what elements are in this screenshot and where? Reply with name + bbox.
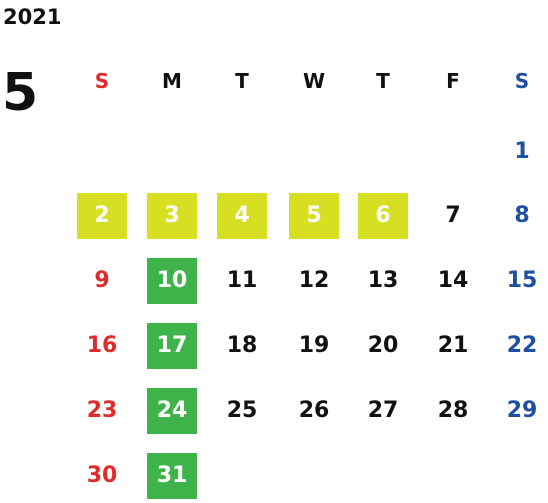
day-cell[interactable]: 24: [147, 388, 197, 434]
day-cell[interactable]: 13: [367, 268, 399, 293]
day-cell[interactable]: 6: [358, 193, 408, 239]
weekday-label: S: [94, 69, 110, 93]
day-cell[interactable]: 18: [226, 333, 258, 358]
day-cell[interactable]: 19: [298, 333, 330, 358]
day-cell[interactable]: 16: [86, 333, 118, 358]
day-cell[interactable]: 29: [506, 398, 538, 423]
day-cell[interactable]: 1: [514, 139, 530, 164]
day-cell[interactable]: 23: [86, 398, 118, 423]
day-cell[interactable]: 12: [298, 268, 330, 293]
day-cell[interactable]: 4: [217, 193, 267, 239]
day-cell[interactable]: 15: [506, 268, 538, 293]
weekday-label: M: [162, 69, 182, 93]
day-cell[interactable]: 9: [94, 268, 110, 293]
month-number: 5: [2, 63, 39, 123]
day-cell[interactable]: 2: [77, 193, 127, 239]
day-cell[interactable]: 28: [437, 398, 469, 423]
weekday-label: W: [302, 69, 326, 93]
day-cell[interactable]: 20: [367, 333, 399, 358]
weekday-label: T: [376, 69, 390, 93]
day-cell[interactable]: 5: [289, 193, 339, 239]
day-cell[interactable]: 26: [298, 398, 330, 423]
day-cell[interactable]: 31: [147, 453, 197, 499]
day-cell[interactable]: 11: [226, 268, 258, 293]
day-cell[interactable]: 21: [437, 333, 469, 358]
day-cell[interactable]: 3: [147, 193, 197, 239]
weekday-label: T: [235, 69, 249, 93]
day-cell[interactable]: 27: [367, 398, 399, 423]
day-cell[interactable]: 30: [86, 463, 118, 488]
day-cell[interactable]: 7: [445, 203, 461, 228]
weekday-label: F: [446, 69, 460, 93]
year-label: 2021: [3, 5, 62, 29]
day-cell[interactable]: 17: [147, 323, 197, 369]
day-cell[interactable]: 8: [514, 203, 530, 228]
day-cell[interactable]: 14: [437, 268, 469, 293]
day-cell[interactable]: 10: [147, 258, 197, 304]
day-cell[interactable]: 22: [506, 333, 538, 358]
weekday-label: S: [514, 69, 530, 93]
day-cell[interactable]: 25: [226, 398, 258, 423]
